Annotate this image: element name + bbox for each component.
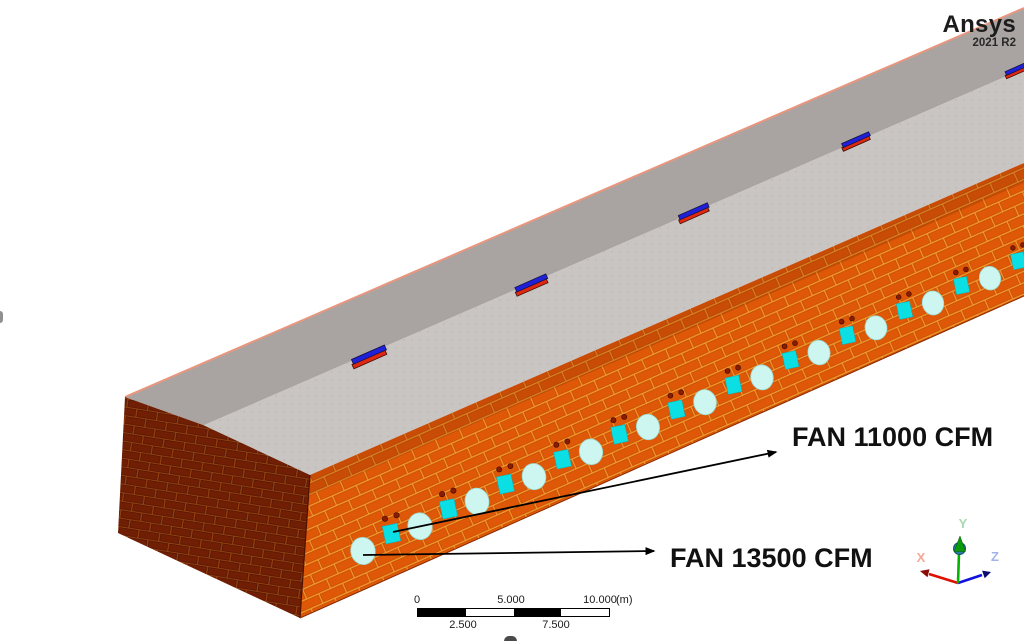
x-axis-label: X [917,550,926,565]
ansys-brand-text: Ansys [942,11,1016,38]
roof-vents-group [350,60,1024,370]
roof-vent [514,273,549,297]
wall-dot-marker [849,315,855,322]
scale-tick-2-5: 2.500 [449,619,477,631]
circle-fan [750,364,774,391]
circle-fan [978,266,1002,291]
circle-fan [578,438,604,466]
scale-segment [561,609,609,616]
wall-dot-marker [963,266,969,273]
wall-corner-edge [299,474,311,619]
scale-segment [418,609,466,616]
wall-dot-marker [678,389,685,396]
wall-dot-marker [564,438,571,445]
wall-dot-marker [553,441,560,448]
wall-dot-marker [381,515,388,522]
cropped-glyph-left [0,311,3,323]
wall-dot-marker [667,392,674,399]
scale-tick-5: 5.000 [497,594,525,606]
square-fan [553,448,572,470]
roof-far-slope [125,8,1024,425]
wall-fans-group [350,242,1024,565]
wall-dot-marker [781,343,788,350]
scale-tick-10: 10.000 [583,594,617,606]
scale-segment [513,609,562,616]
wall-eave-shadow [310,163,1024,495]
circle-fan [521,463,547,491]
circle-fan [921,290,945,316]
square-fan [1010,251,1024,271]
square-fan [953,276,970,295]
circle-fan [693,389,717,416]
roof-vent [677,202,710,225]
ansys-logo: Ansys 2021 R2 [942,13,1016,50]
z-axis-arrow [957,570,991,585]
y-axis-arrow [953,535,966,584]
square-fan [781,350,800,370]
cropped-glyph-bottom [504,636,517,641]
wall-dot-marker [792,340,798,347]
circle-fan [864,315,888,341]
roof-texture [203,68,1024,475]
wall-dot-marker [895,294,902,300]
wall-dot-marker [1020,242,1024,248]
wall-dot-marker [1010,245,1016,251]
square-fan [610,424,629,445]
wall-dot-marker [953,269,959,276]
roof-ridge-line [202,67,1024,426]
arrow-to-fan-11000 [392,449,778,533]
wall-dot-marker [507,463,514,469]
square-fan [439,498,458,520]
scale-segment [465,609,514,616]
wall-dot-marker [621,413,628,420]
scale-tick-0: 0 [413,594,421,606]
roof-vent [841,131,871,152]
wall-dot-marker [838,319,845,325]
square-fan [724,374,743,395]
axis-triad[interactable]: X Y Z [905,512,1020,607]
wall-dot-marker [439,491,446,498]
wall-dot-marker [735,364,741,371]
roof-edge-line [124,7,1024,398]
wall-dot-marker [393,512,400,519]
wall-dot-marker [496,466,503,473]
wall-dot-marker [610,417,617,424]
square-fan [667,399,686,420]
wall-dot-marker [906,291,912,297]
y-axis-label: Y [959,516,968,531]
square-fan [895,300,914,320]
square-fan [381,523,402,545]
wall-bottom-edge [299,295,1024,619]
fan-11000-label: FAN 11000 CFM [792,422,994,452]
gable-end-wall [118,397,310,618]
scale-bar-segments [417,608,610,617]
circle-fan [350,537,376,565]
fan-13500-label: FAN 13500 CFM [670,543,873,573]
scale-bar: 0 5.000 10.000 (m) 2.500 7.500 [413,594,652,635]
scale-unit: (m) [616,594,633,606]
x-axis-arrow [920,569,959,585]
circle-fan [807,339,831,366]
wall-dot-marker [450,487,457,494]
wall-dot-marker [724,368,731,374]
roof-vent [350,344,388,370]
scale-tick-7-5: 7.500 [542,619,570,631]
roof-vent [1004,60,1024,80]
arrow-to-fan-13500 [362,547,656,556]
ansys-version-text: 2021 R2 [972,37,1016,49]
square-fan [496,473,515,495]
circle-fan [636,413,660,441]
square-fan [838,325,857,345]
z-axis-label: Z [991,549,999,564]
annotation-arrows [362,449,778,556]
